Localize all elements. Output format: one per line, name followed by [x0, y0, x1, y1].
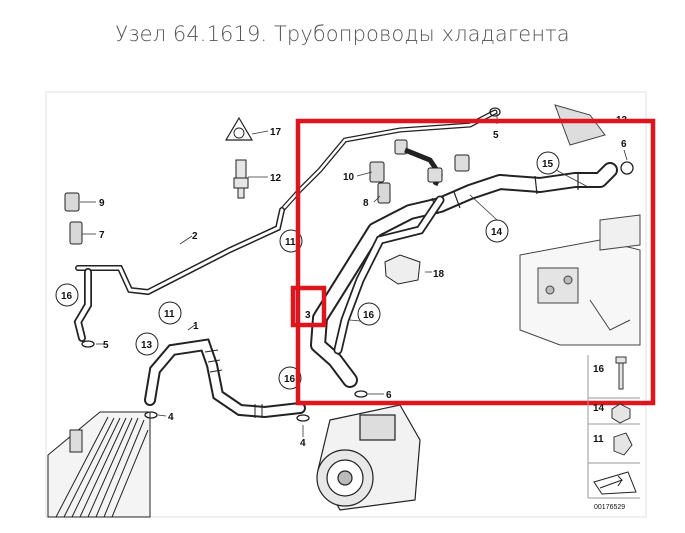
part-label-4: 4: [168, 412, 174, 423]
callout-circle-14: [485, 219, 509, 243]
page-title: Узел 64.1619. Трубопроводы хладагента: [115, 22, 570, 46]
engine-bay-outline: [519, 104, 641, 346]
part-label-5: 5: [103, 340, 109, 351]
legend-label-11: 11: [593, 434, 604, 445]
refrigerant-line-16-left: [73, 268, 92, 342]
callout-circle-11b: [158, 301, 182, 325]
part-label-1: 1: [193, 321, 199, 332]
callout-circle-13a: [135, 332, 159, 356]
valve-core-8: [377, 182, 391, 204]
o-rings: [81, 107, 634, 422]
part-label-12: 12: [270, 173, 282, 184]
service-port-fittings: [394, 139, 470, 187]
part-label-11: 11: [285, 237, 296, 248]
refrigerant-line-1: [144, 338, 306, 419]
part-label-11: 11: [164, 309, 175, 320]
callout-circle-16b: [278, 366, 302, 390]
part-label-16: 16: [363, 310, 375, 321]
part-label-16: 16: [284, 374, 296, 385]
part-label-6: 6: [386, 390, 392, 401]
callout-circle-16c: [357, 302, 381, 326]
part-label-8: 8: [363, 198, 369, 209]
legend-label-16: 16: [593, 364, 605, 375]
part-label-7: 7: [99, 230, 105, 241]
callout-circle-16a: [55, 283, 79, 307]
part-label-14: 14: [491, 227, 503, 238]
callout-circle-15: [536, 151, 560, 175]
refrigerant-line-16-center: [333, 195, 445, 355]
valve-cap-9: [64, 192, 80, 212]
part-label-2: 2: [192, 231, 198, 242]
bracket-18: [384, 254, 421, 285]
ac-compressor: [316, 404, 421, 511]
part-label-10: 10: [343, 172, 355, 183]
highlight-frame-suction-line: [295, 118, 656, 406]
part-label-4: 4: [300, 438, 306, 449]
part-label-16: 16: [61, 291, 73, 302]
part-label-15: 15: [542, 159, 554, 170]
part-label-6: 6: [621, 139, 627, 150]
part-label-18: 18: [433, 269, 445, 280]
legend-label-14: 14: [593, 403, 605, 414]
small-parts-legend: [587, 355, 640, 499]
part-label-13: 13: [141, 340, 153, 351]
part-label-9: 9: [99, 198, 105, 209]
part-label-5: 5: [493, 130, 499, 141]
highlight-part-3: [290, 285, 327, 328]
part-label-17: 17: [270, 127, 282, 138]
refrigerant-line-2: [75, 207, 285, 296]
drawing-number: 00176529: [594, 504, 625, 511]
valve-cap-10: [369, 161, 385, 183]
pressure-sensor: [233, 159, 249, 199]
condenser: [47, 411, 151, 518]
valve-core-7: [69, 221, 83, 245]
part-label-3: 3: [305, 310, 311, 321]
warning-triangle-icon: [224, 116, 254, 141]
